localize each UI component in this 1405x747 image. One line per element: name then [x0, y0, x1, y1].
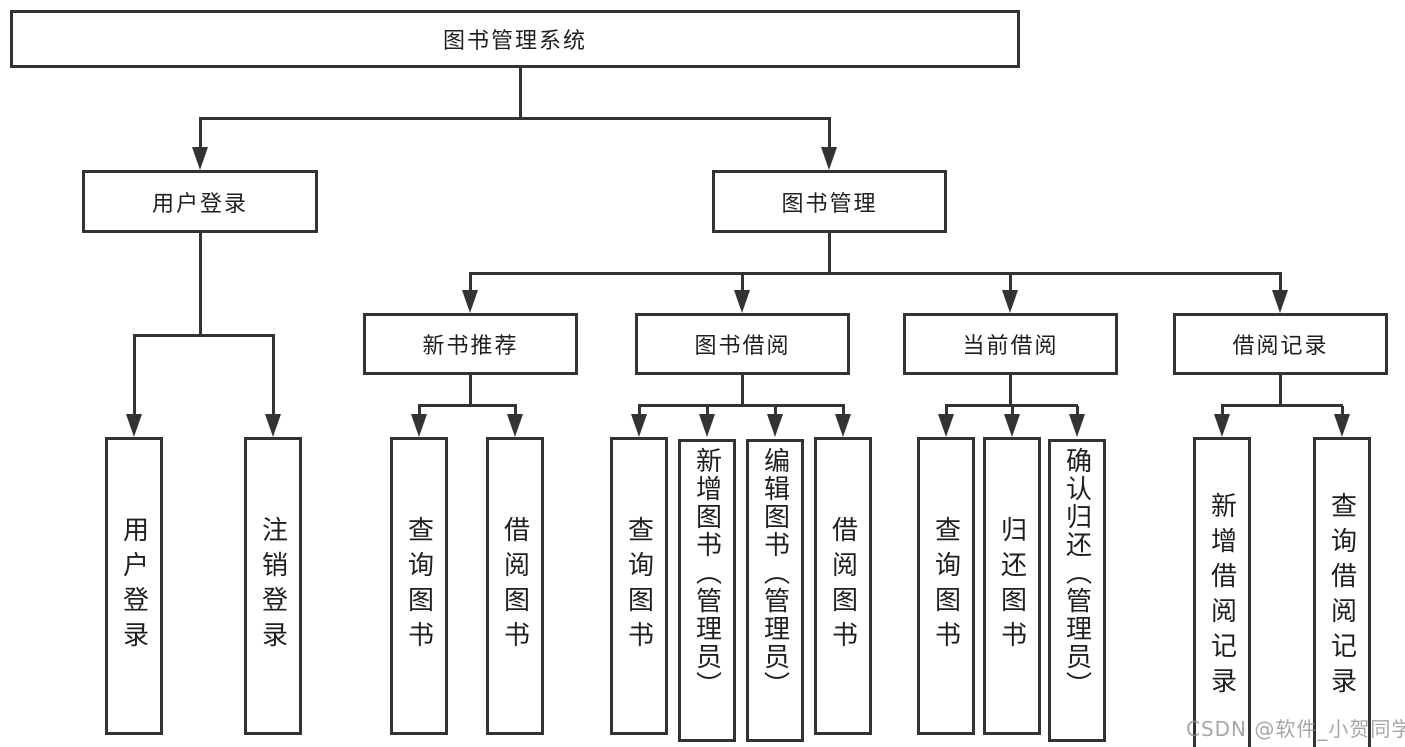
arrow-down-icon	[1069, 414, 1085, 437]
connector-line	[199, 117, 831, 120]
leaf-logout: 注销登录	[244, 437, 302, 735]
connector-line	[199, 233, 202, 336]
leaf-label: 借阅图书	[499, 516, 530, 656]
arrow-down-icon	[507, 414, 523, 437]
connector-line	[945, 404, 1078, 407]
connector-line	[1341, 406, 1344, 415]
leaf-edit-book-admin: 编辑图书（管理员）	[746, 439, 804, 742]
leaf-query-books: 查询图书	[390, 437, 448, 735]
connector-line	[741, 274, 744, 292]
leaf-return-book: 归还图书	[983, 437, 1041, 735]
node-borrow-records-label: 借阅记录	[1232, 334, 1329, 359]
connector-line	[828, 119, 831, 149]
node-book-management-label: 图书管理	[781, 191, 878, 217]
node-new-book-recommend: 新书推荐	[363, 313, 578, 375]
node-borrow-records: 借阅记录	[1173, 313, 1388, 375]
leaf-label: 查询图书	[930, 516, 961, 656]
leaf-query-books: 查询图书	[917, 437, 975, 735]
connector-line	[1279, 274, 1282, 292]
arrow-down-icon	[938, 414, 954, 437]
leaf-borrow-books: 借阅图书	[486, 437, 544, 735]
connector-line	[133, 336, 136, 415]
arrow-down-icon	[462, 290, 478, 313]
connector-line	[638, 406, 641, 415]
leaf-label: 借阅图书	[827, 516, 858, 656]
connector-line	[469, 274, 472, 292]
connector-line	[1279, 375, 1282, 406]
connector-line	[133, 334, 275, 337]
arrow-down-icon	[265, 414, 281, 437]
connector-line	[418, 406, 421, 415]
connector-line	[1221, 404, 1343, 407]
leaf-add-book-admin: 新增图书（管理员）	[678, 439, 736, 742]
node-book-management: 图书管理	[712, 170, 947, 233]
arrow-down-icon	[411, 414, 427, 437]
node-current-borrow: 当前借阅	[903, 313, 1118, 375]
arrow-down-icon	[1334, 414, 1350, 437]
leaf-label: 新增图书（管理员）	[691, 447, 722, 699]
arrow-down-icon	[821, 147, 837, 170]
leaf-label: 用户登录	[118, 516, 149, 656]
leaf-label: 归还图书	[996, 516, 1027, 656]
node-book-borrow-label: 图书借阅	[694, 334, 791, 359]
connector-line	[514, 406, 517, 415]
node-user-login: 用户登录	[82, 170, 318, 233]
leaf-query-books: 查询图书	[610, 437, 668, 735]
connector-line	[199, 119, 202, 149]
leaf-label: 查询借阅记录	[1326, 492, 1357, 702]
connector-line	[1076, 406, 1079, 415]
leaf-confirm-return-admin: 确认归还（管理员）	[1048, 439, 1106, 742]
connector-line	[272, 336, 275, 415]
leaf-label: 注销登录	[257, 516, 288, 656]
connector-line	[519, 68, 522, 120]
connector-line	[842, 406, 845, 415]
connector-line	[706, 406, 709, 415]
connector-line	[1011, 406, 1014, 415]
connector-line	[945, 406, 948, 415]
leaf-label: 确认归还（管理员）	[1061, 447, 1092, 699]
leaf-borrow-books: 借阅图书	[814, 437, 872, 735]
node-book-borrow: 图书借阅	[635, 313, 850, 375]
leaf-label: 新增借阅记录	[1206, 492, 1237, 702]
connector-line	[1009, 274, 1012, 292]
node-root: 图书管理系统	[10, 10, 1020, 68]
arrow-down-icon	[699, 414, 715, 437]
arrow-down-icon	[1272, 290, 1288, 313]
leaf-query-borrow-record: 查询借阅记录	[1313, 437, 1371, 747]
arrow-down-icon	[631, 414, 647, 437]
arrow-down-icon	[767, 414, 783, 437]
leaf-label: 查询图书	[623, 516, 654, 656]
leaf-user-login: 用户登录	[105, 437, 163, 735]
node-root-label: 图书管理系统	[442, 29, 587, 54]
connector-line	[1009, 375, 1012, 406]
connector-line	[1221, 406, 1224, 415]
node-current-borrow-label: 当前借阅	[962, 334, 1059, 359]
arrow-down-icon	[1004, 414, 1020, 437]
node-new-book-recommend-label: 新书推荐	[422, 334, 519, 359]
connector-line	[469, 272, 1282, 275]
arrow-down-icon	[734, 290, 750, 313]
connector-line	[828, 233, 831, 274]
leaf-label: 编辑图书（管理员）	[759, 447, 790, 699]
csdn-watermark: CSDN @软件_小贺同学	[1186, 717, 1405, 741]
leaf-label: 查询图书	[403, 516, 434, 656]
arrow-down-icon	[835, 414, 851, 437]
leaf-add-borrow-record: 新增借阅记录	[1193, 437, 1251, 747]
connector-line	[638, 404, 845, 407]
arrow-down-icon	[192, 147, 208, 170]
arrow-down-icon	[126, 414, 142, 437]
connector-line	[774, 406, 777, 415]
arrow-down-icon	[1214, 414, 1230, 437]
arrow-down-icon	[1002, 290, 1018, 313]
connector-line	[418, 404, 517, 407]
connector-line	[741, 375, 744, 406]
connector-line	[469, 375, 472, 406]
node-user-login-label: 用户登录	[151, 191, 248, 217]
